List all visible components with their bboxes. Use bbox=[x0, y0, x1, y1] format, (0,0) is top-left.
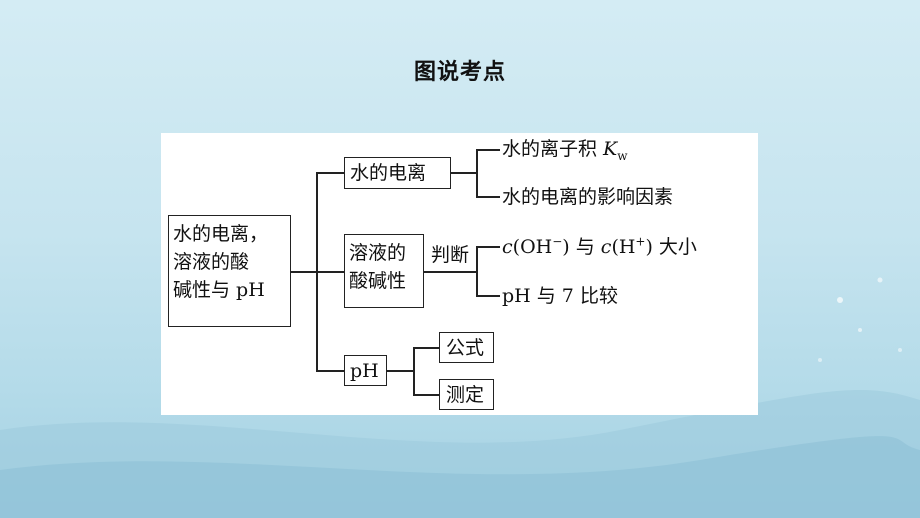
branch-label: pH bbox=[350, 360, 379, 382]
root-line-1: 水的电离， bbox=[173, 223, 269, 245]
root-line-3: 碱性与 pH bbox=[173, 279, 265, 301]
branch-node-water-ionization: 水的电离 bbox=[344, 157, 451, 189]
root-line-2: 溶液的酸 bbox=[173, 251, 250, 273]
root-node: 水的电离， 溶液的酸 碱性与 pH bbox=[168, 215, 291, 327]
connector-line bbox=[476, 246, 478, 296]
connector-line bbox=[413, 394, 439, 396]
concept-map-panel: 水的电离， 溶液的酸 碱性与 pH 水的电离 水的离子积 Kw 水的电离的影响因… bbox=[161, 133, 758, 415]
connector-line bbox=[387, 370, 414, 372]
branch-node-solution-acidity: 溶液的 酸碱性 bbox=[344, 234, 424, 308]
branch-line-2: 酸碱性 bbox=[349, 270, 407, 292]
branch-label: 水的电离 bbox=[350, 162, 427, 184]
connector-line bbox=[476, 149, 478, 197]
connector-line bbox=[316, 172, 344, 174]
connector-line bbox=[316, 370, 344, 372]
branch-node-ph: pH bbox=[344, 355, 387, 386]
judge-label: 判断 bbox=[431, 244, 470, 266]
leaf-ph-vs-7: pH 与 7 比较 bbox=[502, 285, 618, 307]
connector-line bbox=[424, 271, 476, 273]
slide-title: 图说考点 bbox=[413, 60, 506, 85]
connector-line bbox=[291, 271, 317, 273]
connector-line bbox=[316, 271, 344, 273]
connector-line bbox=[413, 347, 439, 349]
leaf-influence-factors: 水的电离的影响因素 bbox=[502, 186, 674, 208]
branch-line-1: 溶液的 bbox=[349, 242, 407, 264]
leaf-ion-product: 水的离子积 Kw bbox=[502, 138, 628, 163]
connector-line bbox=[476, 196, 500, 198]
connector-line bbox=[476, 246, 500, 248]
leaf-node-formula: 公式 bbox=[439, 332, 494, 363]
connector-line bbox=[451, 172, 477, 174]
leaf-oh-h-compare: c(OH−) 与 c(H+) 大小 bbox=[502, 234, 697, 258]
leaf-node-measurement: 测定 bbox=[439, 379, 494, 410]
connector-line bbox=[413, 347, 415, 395]
connector-line bbox=[476, 149, 500, 151]
connector-line bbox=[476, 295, 500, 297]
